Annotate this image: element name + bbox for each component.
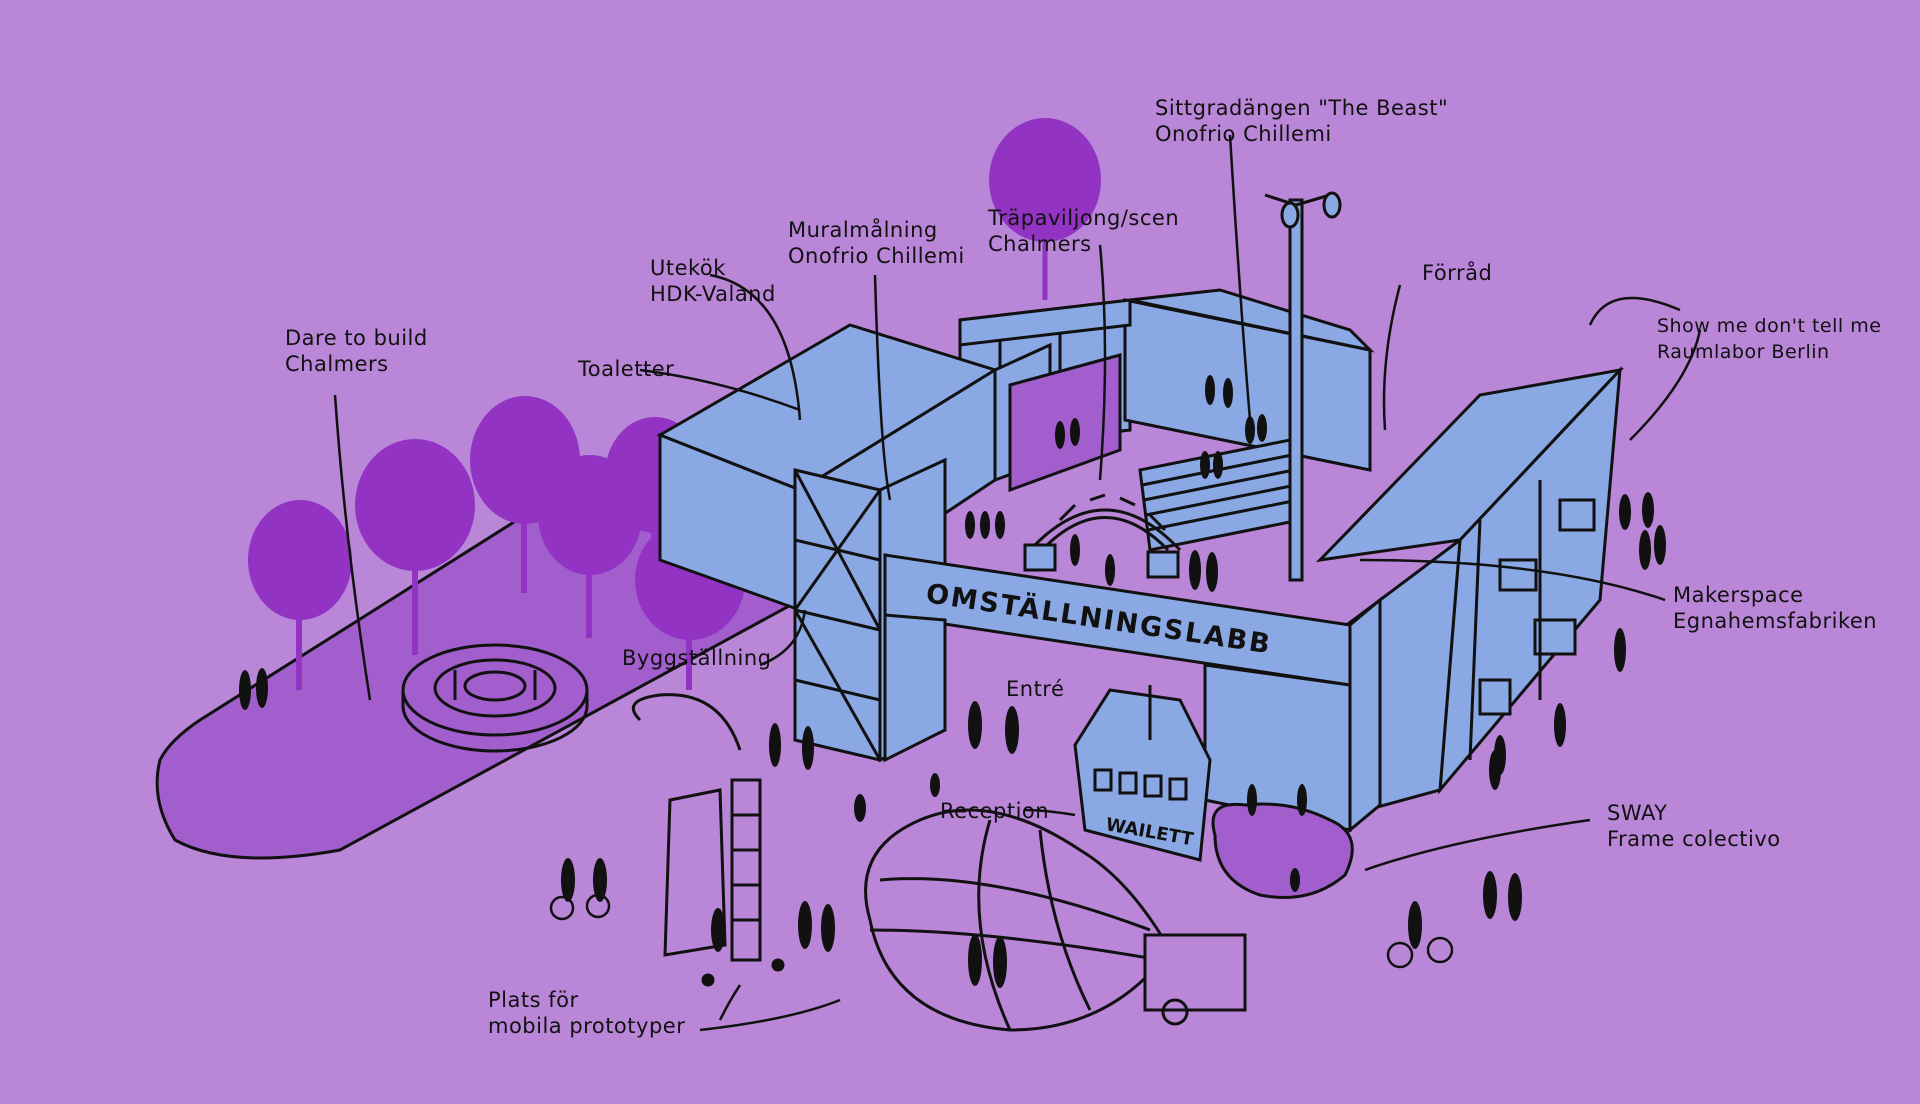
people [239, 375, 1666, 988]
label-trapaviljong: Träpaviljong/scen Chalmers [988, 205, 1179, 257]
label-dare-to-build: Dare to build Chalmers [285, 325, 428, 377]
label-plats-line1: Plats för [488, 988, 579, 1012]
label-makerspace-line1: Makerspace [1673, 583, 1804, 607]
label-toaletter-line1: Toaletter [578, 357, 675, 381]
label-sway-line2: Frame colectivo [1607, 827, 1781, 851]
inflatable-dome [864, 808, 1247, 1032]
label-show-me-line2: Raumlabor Berlin [1657, 341, 1830, 363]
label-entre: Entré [1006, 676, 1064, 702]
label-forrad: Förråd [1422, 260, 1492, 286]
label-byggstallning: Byggställning [622, 645, 772, 671]
bicycles [549, 893, 1454, 969]
label-utekok-line1: Utekök [650, 256, 726, 280]
label-trapaviljong-line1: Träpaviljong/scen [988, 206, 1180, 230]
label-entre-line1: Entré [1006, 677, 1065, 701]
label-sittgradangen: Sittgradängen "The Beast" Onofrio Chille… [1155, 95, 1448, 147]
label-dare-to-build-line1: Dare to build [285, 326, 428, 350]
annotation-pointers [333, 134, 1702, 1032]
label-show-me: Show me don't tell me Raumlabor Berlin [1657, 313, 1881, 365]
label-utekok-line2: HDK-Valand [650, 282, 776, 306]
arch-pavilion [1023, 493, 1182, 579]
label-plats-line2: mobila prototyper [488, 1014, 686, 1038]
park-ground [155, 428, 803, 860]
sway-pool [1211, 802, 1354, 899]
label-forrad-line1: Förråd [1422, 261, 1493, 285]
building-right-wing [1315, 365, 1625, 822]
label-makerspace: Makerspace Egnahemsfabriken [1673, 582, 1877, 634]
label-dare-to-build-line2: Chalmers [285, 352, 389, 376]
label-utekok: Utekök HDK-Valand [650, 255, 776, 307]
maze-installation [401, 643, 589, 753]
label-reception: Reception [940, 798, 1049, 824]
label-reception-line1: Reception [940, 799, 1050, 823]
entrance-gate [883, 553, 1382, 834]
label-muralmalning-line2: Onofrio Chillemi [788, 244, 965, 268]
label-plats: Plats för mobila prototyper [488, 987, 685, 1039]
label-sittgradangen-line2: Onofrio Chillemi [1155, 122, 1332, 146]
lamp-pole [1264, 191, 1342, 582]
label-show-me-line1: Show me don't tell me [1657, 315, 1882, 337]
label-muralmalning: Muralmålning Onofrio Chillemi [788, 217, 965, 269]
reception-kiosk [1073, 685, 1212, 862]
label-muralmalning-line1: Muralmålning [788, 218, 938, 242]
label-sittgradangen-line1: Sittgradängen "The Beast" [1155, 96, 1449, 120]
label-trapaviljong-line2: Chalmers [988, 232, 1092, 256]
label-toaletter: Toaletter [578, 356, 674, 382]
label-byggstallning-line1: Byggställning [622, 646, 772, 670]
label-sway: SWAY Frame colectivo [1607, 800, 1781, 852]
tree-large [989, 118, 1101, 300]
chimney-prototype [631, 693, 785, 987]
label-sway-line1: SWAY [1607, 801, 1668, 825]
label-makerspace-line2: Egnahemsfabriken [1673, 609, 1878, 633]
